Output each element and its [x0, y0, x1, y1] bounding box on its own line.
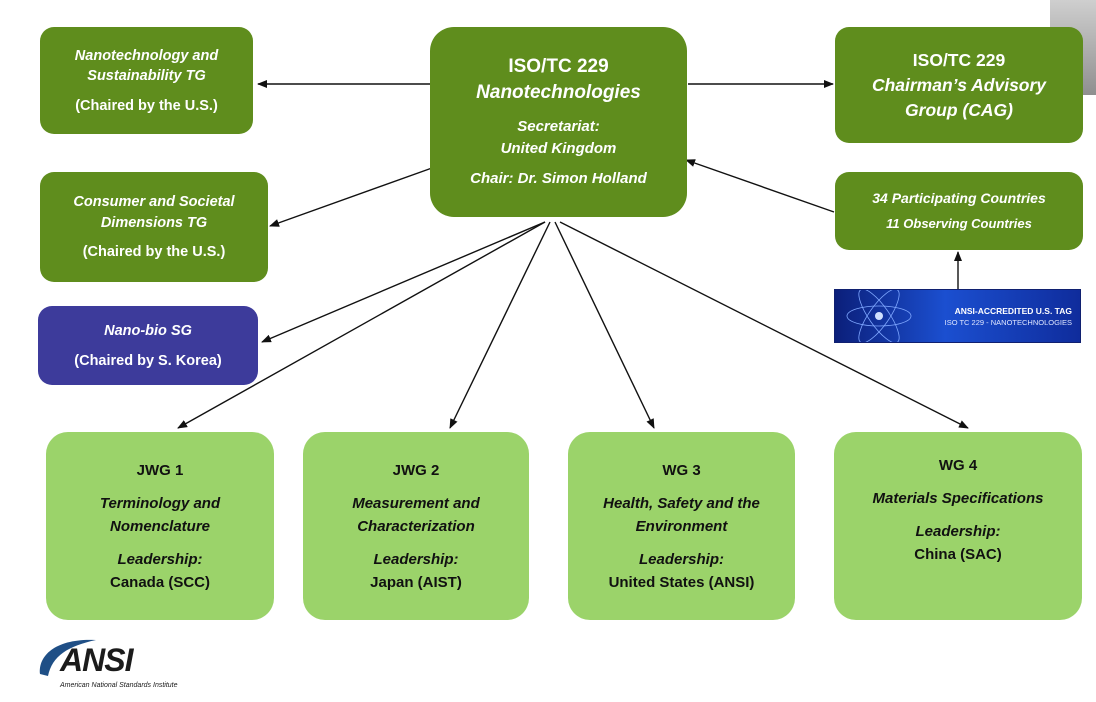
- consumer-tg-line1: Consumer and Societal: [73, 193, 235, 210]
- arrow-to-wg4: [559, 221, 969, 429]
- cag-line1: Chairman’s Advisory: [871, 74, 1047, 95]
- jwg2-code: JWG 2: [392, 461, 440, 479]
- observing-countries: 11 Observing Countries: [886, 216, 1032, 231]
- jwg2-line2: Characterization: [357, 517, 475, 535]
- wg3-code: WG 3: [662, 461, 701, 479]
- consumer-tg-line2: Dimensions TG: [100, 214, 208, 231]
- center-title: ISO/TC 229: [508, 56, 609, 77]
- arrow-to-jwg1: [177, 221, 546, 429]
- arrow-to-consumer-tg: [269, 167, 433, 227]
- ansi-swoosh-icon: [39, 639, 96, 676]
- wg3-line1: Health, Safety and the: [603, 494, 760, 512]
- arrow-to-nanobio-sg: [261, 221, 546, 343]
- wg3-box: WG 3 Health, Safety and the Environment …: [568, 432, 795, 620]
- sustainability-tg-line1: Nanotechnology and: [74, 47, 219, 64]
- wg4-lead-value: China (SAC): [914, 546, 1002, 563]
- wg4-line1: Materials Specifications: [872, 490, 1044, 507]
- ansi-tagline: American National Standards Institute: [60, 682, 178, 689]
- jwg1-lead-label: Leadership:: [117, 550, 203, 568]
- ansi-tag-logo: ANSI-ACCREDITED U.S. TAG ISO TC 229 - NA…: [834, 289, 1081, 343]
- jwg1-line1: Terminology and: [99, 494, 221, 512]
- jwg1-line2: Nomenclature: [109, 517, 211, 535]
- arrow-to-jwg2: [449, 221, 551, 429]
- tag-logo-line1: ANSI-ACCREDITED U.S. TAG: [954, 306, 1072, 316]
- ansi-logo: ANSI American National Standards Institu…: [34, 634, 224, 700]
- cag-line2: Group (CAG): [905, 99, 1013, 120]
- arrow-to-wg3: [554, 221, 655, 429]
- center-secretariat-label: Secretariat:: [517, 118, 600, 135]
- nanobio-sg-line1: Nano-bio SG: [104, 322, 192, 339]
- ansi-mark: ANSI: [60, 642, 133, 678]
- arrow-from-countries: [685, 159, 835, 213]
- jwg2-line1: Measurement and: [352, 494, 480, 512]
- sustainability-tg-note: (Chaired by the U.S.): [75, 97, 218, 114]
- jwg2-box: JWG 2 Measurement and Characterization L…: [303, 432, 529, 620]
- center-chair: Chair: Dr. Simon Holland: [470, 170, 647, 187]
- consumer-tg-note: (Chaired by the U.S.): [82, 243, 226, 260]
- sustainability-tg-line2: Sustainability TG: [87, 67, 206, 84]
- iso-tc229-center-box: ISO/TC 229 Nanotechnologies Secretariat:…: [430, 27, 687, 217]
- consumer-tg-box: Consumer and Societal Dimensions TG (Cha…: [40, 172, 268, 282]
- center-subtitle: Nanotechnologies: [476, 82, 641, 103]
- nanobio-sg-note: (Chaired by S. Korea): [74, 352, 222, 369]
- jwg2-lead-value: Japan (AIST): [370, 573, 462, 591]
- participating-countries: 34 Participating Countries: [872, 190, 1046, 206]
- nanobio-sg-box: Nano-bio SG (Chaired by S. Korea): [38, 306, 258, 385]
- wg4-lead-label: Leadership:: [915, 523, 1001, 540]
- sustainability-tg-box: Nanotechnology and Sustainability TG (Ch…: [40, 27, 253, 134]
- wg4-code: WG 4: [938, 457, 978, 474]
- jwg1-lead-value: Canada (SCC): [109, 573, 210, 591]
- jwg1-code: JWG 1: [136, 461, 184, 479]
- cag-box: ISO/TC 229 Chairman’s Advisory Group (CA…: [835, 27, 1083, 143]
- cag-title: ISO/TC 229: [912, 49, 1006, 70]
- wg3-lead-label: Leadership:: [638, 550, 725, 568]
- countries-box: 34 Participating Countries 11 Observing …: [835, 172, 1083, 250]
- jwg1-box: JWG 1 Terminology and Nomenclature Leade…: [46, 432, 274, 620]
- jwg2-lead-label: Leadership:: [373, 550, 459, 568]
- wg3-lead-value: United States (ANSI): [608, 573, 755, 591]
- wg4-box: WG 4 Materials Specifications Leadership…: [834, 432, 1082, 620]
- center-secretariat-value: United Kingdom: [500, 140, 617, 157]
- tag-logo-line2: ISO TC 229 - NANOTECHNOLOGIES: [944, 318, 1072, 327]
- atom-graphic-icon: [846, 290, 912, 342]
- wg3-line2: Environment: [635, 517, 728, 535]
